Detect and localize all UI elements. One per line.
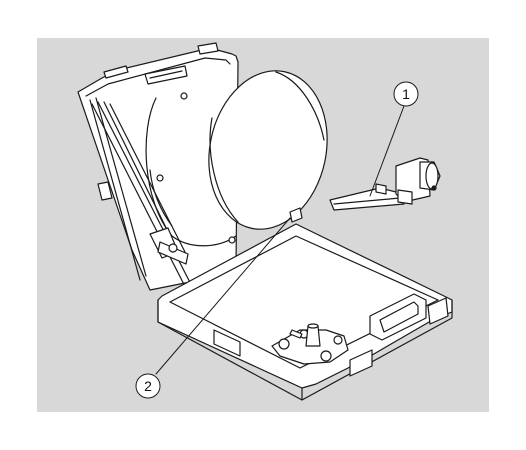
case-base (157, 223, 453, 401)
mount-bracket-with-lnb (329, 157, 441, 211)
mount-base-plate (271, 323, 349, 365)
callout-2-label: 2 (144, 378, 152, 394)
satellite-dish-reflector (208, 70, 328, 230)
callout-2: 2 (135, 217, 291, 399)
case-lid (77, 42, 239, 291)
callout-1: 1 (369, 81, 419, 197)
callout-1-label: 1 (402, 86, 410, 102)
